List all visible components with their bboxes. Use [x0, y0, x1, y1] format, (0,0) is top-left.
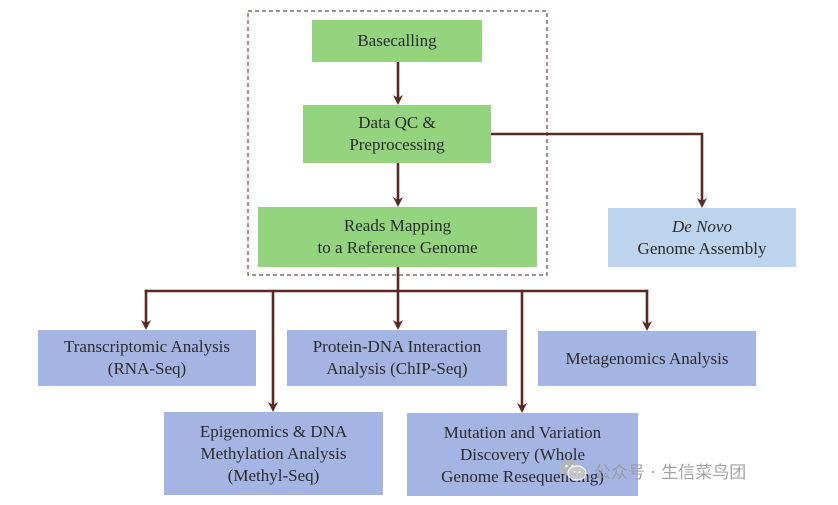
node-epigenomics-line: (Methyl-Seq): [227, 465, 320, 485]
node-epigenomics-line: Methylation Analysis: [200, 443, 347, 463]
node-protein-dna-line: Analysis (ChIP-Seq): [326, 359, 468, 378]
node-transcriptomic-line: Transcriptomic Analysis: [63, 337, 231, 356]
wechat-icon: [560, 460, 587, 481]
node-transcriptomic: Transcriptomic Analysis (RNA-Seq): [38, 330, 256, 386]
node-data-qc-line: Preprocessing: [349, 135, 445, 154]
node-metagenomics: Metagenomics Analysis: [538, 331, 756, 386]
node-reads-mapping-line: to a Reference Genome: [317, 238, 478, 257]
node-protein-dna-line: Protein-DNA Interaction: [312, 337, 482, 356]
node-mutation-line: Mutation and Variation: [443, 422, 602, 442]
node-data-qc-line: Data QC &: [358, 113, 436, 132]
node-mutation-line: Discovery (Whole: [459, 444, 586, 464]
node-de-novo-assembly: De Novo Genome Assembly: [608, 208, 796, 267]
node-data-qc: Data QC & Preprocessing: [303, 105, 491, 163]
node-mutation-variation: Mutation and Variation Discovery (Whole …: [407, 413, 638, 496]
node-basecalling-line: Basecalling: [357, 31, 437, 50]
node-reads-mapping-line: Reads Mapping: [343, 216, 452, 235]
node-transcriptomic-line: (RNA-Seq): [107, 359, 187, 378]
node-de-novo-italic: De Novo: [672, 216, 732, 236]
node-protein-dna: Protein-DNA Interaction Analysis (ChIP-S…: [287, 330, 507, 386]
node-metagenomics-line: Metagenomics Analysis: [565, 348, 729, 368]
node-reads-mapping: Reads Mapping to a Reference Genome: [258, 207, 537, 267]
watermark: 公众号 · 生信菜鸟团: [558, 455, 746, 485]
node-epigenomics-line: Epigenomics & DNA: [199, 421, 348, 441]
node-epigenomics: Epigenomics & DNA Methylation Analysis (…: [164, 412, 383, 495]
arrow-qc-to-denovo: [489, 132, 707, 208]
node-basecalling: Basecalling: [312, 20, 482, 62]
node-de-novo-line: Genome Assembly: [637, 238, 767, 258]
watermark-text: 公众号 · 生信菜鸟团: [594, 462, 747, 483]
pipeline-dashed-border: [247, 10, 548, 276]
